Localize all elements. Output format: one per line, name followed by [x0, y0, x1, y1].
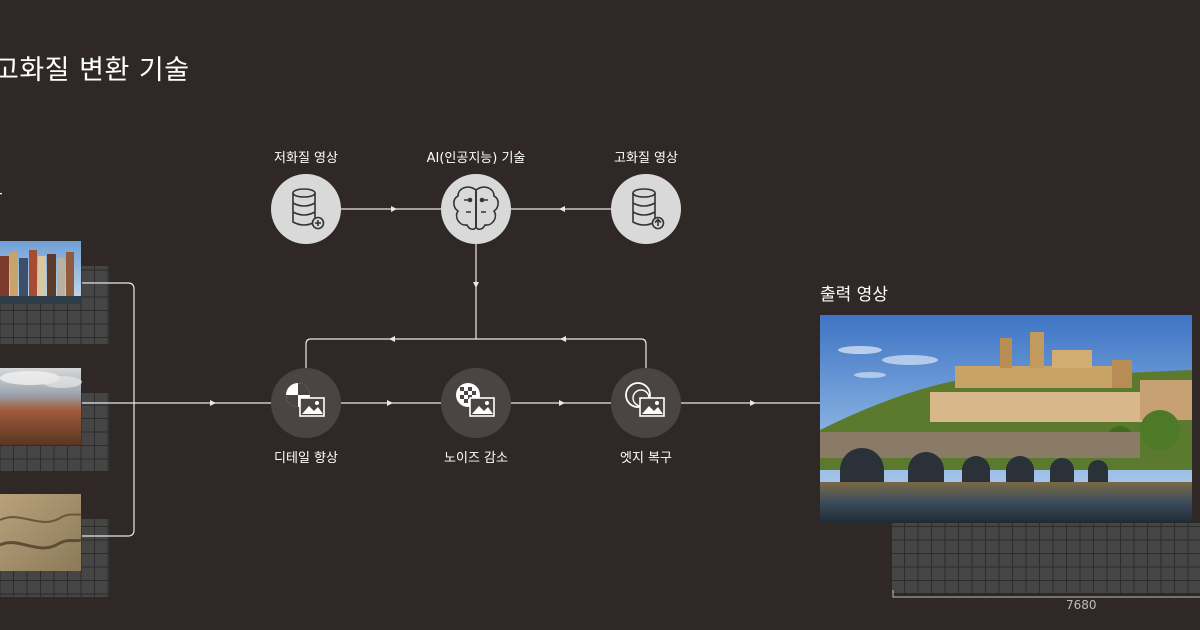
detail-node: [271, 368, 341, 438]
connector-lines: [82, 209, 820, 536]
detail-label: 디테일 향상: [226, 447, 386, 466]
ai-label: AI(인공지능) 기술: [396, 147, 556, 166]
input-thumbnail-3: [0, 494, 109, 597]
input-thumbnail-2: [0, 368, 109, 471]
low-quality-label: 저화질 영상: [226, 147, 386, 166]
output-label: 출력 영상: [820, 280, 888, 305]
edge-label: 엣지 복구: [566, 447, 726, 466]
noise-node: [441, 368, 511, 438]
noise-label: 노이즈 감소: [396, 447, 556, 466]
low-quality-node: [271, 174, 341, 244]
high-quality-label: 고화질 영상: [566, 147, 726, 166]
ai-node: [441, 174, 511, 244]
high-quality-node: [611, 174, 681, 244]
resolution-label: 7680: [1066, 598, 1097, 612]
output-image: [820, 315, 1200, 597]
edge-node: [611, 368, 681, 438]
input-thumbnail-1: [0, 241, 109, 344]
